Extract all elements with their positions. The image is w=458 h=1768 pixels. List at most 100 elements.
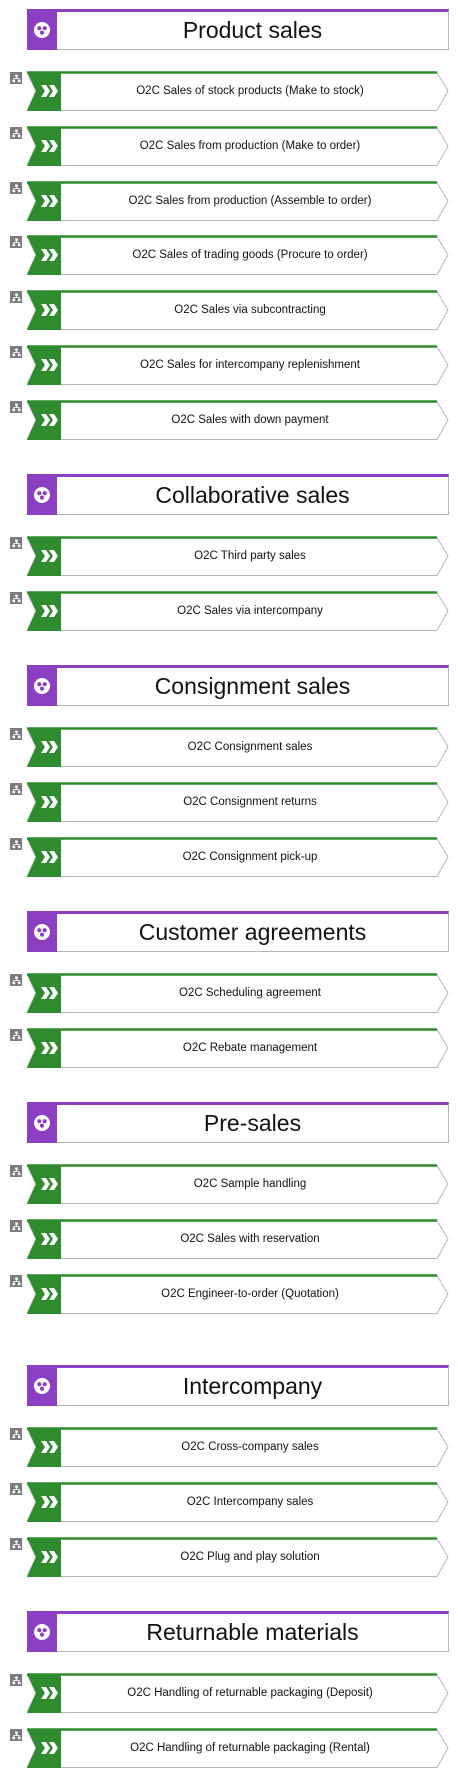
hierarchy-icon[interactable] — [10, 236, 22, 248]
double-chevron-icon — [27, 536, 449, 576]
process-step[interactable]: O2C Rebate management — [0, 1028, 452, 1068]
hierarchy-icon[interactable] — [10, 1538, 22, 1550]
step-chevron[interactable]: O2C Handling of returnable packaging (De… — [27, 1673, 449, 1713]
step-chevron[interactable]: O2C Sample handling — [27, 1164, 449, 1204]
hierarchy-icon[interactable] — [10, 346, 22, 358]
step-chevron[interactable]: O2C Sales for intercompany replenishment — [27, 345, 449, 385]
hierarchy-icon[interactable] — [10, 838, 22, 850]
step-chevron[interactable]: O2C Engineer-to-order (Quotation) — [27, 1274, 449, 1314]
group-header[interactable]: Customer agreements — [27, 911, 449, 952]
step-chevron[interactable]: O2C Sales with reservation — [27, 1219, 449, 1259]
hierarchy-icon[interactable] — [10, 783, 22, 795]
step-chevron[interactable]: O2C Third party sales — [27, 536, 449, 576]
double-chevron-icon — [27, 1164, 449, 1204]
double-chevron-icon — [27, 1219, 449, 1259]
process-step[interactable]: O2C Scheduling agreement — [0, 973, 452, 1013]
process-step[interactable]: O2C Sales via intercompany — [0, 591, 452, 631]
double-chevron-icon — [27, 1728, 449, 1768]
step-label: O2C Sales via intercompany — [177, 605, 323, 617]
double-chevron-icon — [27, 181, 449, 221]
hierarchy-icon[interactable] — [10, 1428, 22, 1440]
step-chevron[interactable]: O2C Intercompany sales — [27, 1482, 449, 1522]
step-chevron[interactable]: O2C Handling of returnable packaging (Re… — [27, 1728, 449, 1768]
process-step[interactable]: O2C Handling of returnable packaging (De… — [0, 1673, 452, 1713]
step-chevron[interactable]: O2C Scheduling agreement — [27, 973, 449, 1013]
process-step[interactable]: O2C Consignment pick-up — [0, 837, 452, 877]
process-step[interactable]: O2C Sales of trading goods (Procure to o… — [0, 235, 452, 275]
group-header[interactable]: Consignment sales — [27, 665, 449, 706]
hierarchy-icon[interactable] — [10, 127, 22, 139]
process-step[interactable]: O2C Sales for intercompany replenishment — [0, 345, 452, 385]
step-chevron[interactable]: O2C Sales of stock products (Make to sto… — [27, 71, 449, 111]
hierarchy-icon[interactable] — [10, 72, 22, 84]
process-step[interactable]: O2C Sales with reservation — [0, 1219, 452, 1259]
hierarchy-icon[interactable] — [10, 728, 22, 740]
hierarchy-icon[interactable] — [10, 1275, 22, 1287]
step-label: O2C Handling of returnable packaging (Re… — [130, 1742, 370, 1754]
group-title: Product sales — [182, 17, 323, 43]
process-step[interactable]: O2C Sales of stock products (Make to sto… — [0, 71, 452, 111]
double-chevron-icon — [27, 1537, 449, 1577]
process-step[interactable]: O2C Third party sales — [0, 536, 452, 576]
process-step[interactable]: O2C Sales with down payment — [0, 400, 452, 440]
double-chevron-icon — [27, 345, 449, 385]
hierarchy-icon[interactable] — [10, 592, 22, 604]
group-header[interactable]: Pre-sales — [27, 1102, 449, 1143]
process-step[interactable]: O2C Consignment sales — [0, 727, 452, 767]
process-group-icon — [27, 1611, 57, 1652]
step-chevron[interactable]: O2C Plug and play solution — [27, 1537, 449, 1577]
step-label: O2C Engineer-to-order (Quotation) — [161, 1288, 339, 1300]
step-label: O2C Intercompany sales — [186, 1496, 314, 1508]
hierarchy-icon[interactable] — [10, 1483, 22, 1495]
process-step[interactable]: O2C Plug and play solution — [0, 1537, 452, 1577]
group-title: Collaborative sales — [155, 482, 350, 508]
group-header[interactable]: Intercompany — [27, 1365, 449, 1406]
group-header[interactable]: Collaborative sales — [27, 474, 449, 515]
step-label: O2C Consignment pick-up — [182, 851, 318, 863]
double-chevron-icon — [27, 837, 449, 877]
hierarchy-icon[interactable] — [10, 182, 22, 194]
double-chevron-icon — [27, 235, 449, 275]
hierarchy-icon[interactable] — [10, 291, 22, 303]
step-chevron[interactable]: O2C Sales via subcontracting — [27, 290, 449, 330]
step-label: O2C Sample handling — [193, 1178, 307, 1190]
step-chevron[interactable]: O2C Consignment returns — [27, 782, 449, 822]
step-label: O2C Sales of trading goods (Procure to o… — [132, 249, 368, 261]
hierarchy-icon[interactable] — [10, 1220, 22, 1232]
hierarchy-icon[interactable] — [10, 1165, 22, 1177]
step-label: O2C Handling of returnable packaging (De… — [127, 1687, 373, 1699]
process-step[interactable]: O2C Sales via subcontracting — [0, 290, 452, 330]
process-step[interactable]: O2C Sales from production (Assemble to o… — [0, 181, 452, 221]
step-chevron[interactable]: O2C Sales with down payment — [27, 400, 449, 440]
group-header[interactable]: Product sales — [27, 9, 449, 50]
process-group-icon — [27, 1365, 57, 1406]
hierarchy-icon[interactable] — [10, 974, 22, 986]
group-title: Returnable materials — [146, 1619, 359, 1645]
step-chevron[interactable]: O2C Cross-company sales — [27, 1427, 449, 1467]
step-chevron[interactable]: O2C Rebate management — [27, 1028, 449, 1068]
process-step[interactable]: O2C Sales from production (Make to order… — [0, 126, 452, 166]
hierarchy-icon[interactable] — [10, 1729, 22, 1741]
double-chevron-icon — [27, 400, 449, 440]
process-step[interactable]: O2C Consignment returns — [0, 782, 452, 822]
step-chevron[interactable]: O2C Consignment pick-up — [27, 837, 449, 877]
step-chevron[interactable]: O2C Sales from production (Make to order… — [27, 126, 449, 166]
hierarchy-icon[interactable] — [10, 537, 22, 549]
process-step[interactable]: O2C Handling of returnable packaging (Re… — [0, 1728, 452, 1768]
process-step[interactable]: O2C Cross-company sales — [0, 1427, 452, 1467]
group-header[interactable]: Returnable materials — [27, 1611, 449, 1652]
hierarchy-icon[interactable] — [10, 401, 22, 413]
hierarchy-icon[interactable] — [10, 1029, 22, 1041]
step-label: O2C Sales via subcontracting — [174, 304, 326, 316]
process-step[interactable]: O2C Sample handling — [0, 1164, 452, 1204]
process-step[interactable]: O2C Intercompany sales — [0, 1482, 452, 1522]
step-label: O2C Consignment sales — [187, 741, 313, 753]
group-title: Intercompany — [182, 1373, 323, 1399]
process-step[interactable]: O2C Engineer-to-order (Quotation) — [0, 1274, 452, 1314]
process-group-icon — [27, 474, 57, 515]
step-chevron[interactable]: O2C Consignment sales — [27, 727, 449, 767]
hierarchy-icon[interactable] — [10, 1674, 22, 1686]
step-chevron[interactable]: O2C Sales from production (Assemble to o… — [27, 181, 449, 221]
step-chevron[interactable]: O2C Sales of trading goods (Procure to o… — [27, 235, 449, 275]
step-chevron[interactable]: O2C Sales via intercompany — [27, 591, 449, 631]
